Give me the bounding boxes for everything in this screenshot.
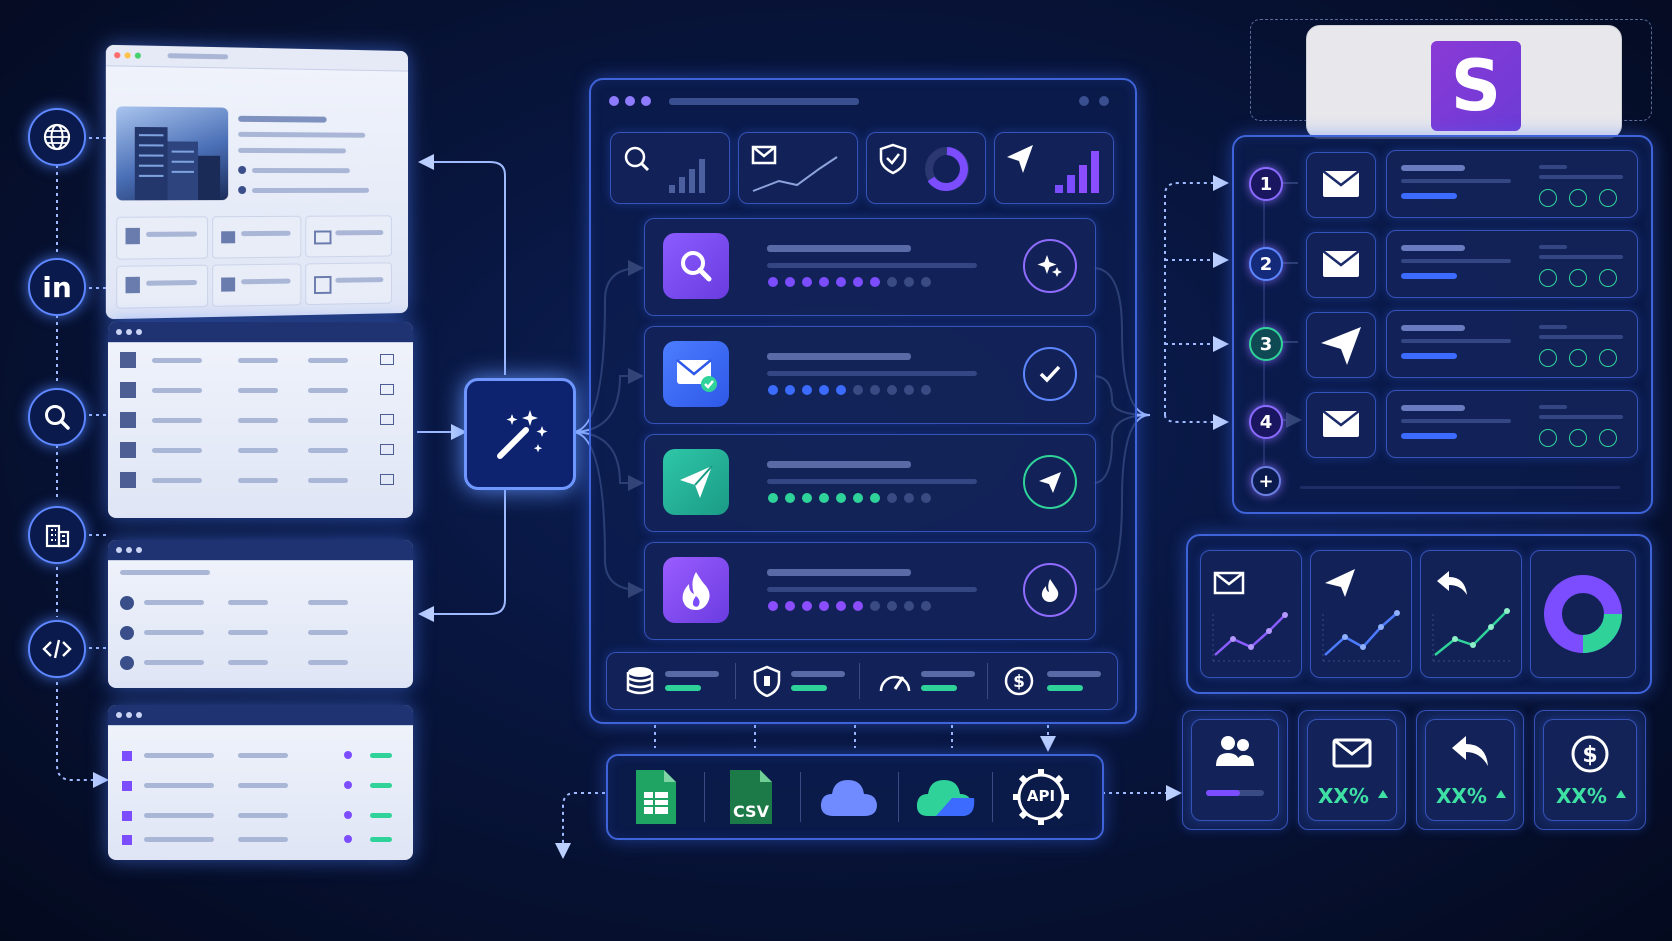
chart-card-reply[interactable] — [1420, 550, 1522, 678]
kpi-card-revenue[interactable]: $ XX% — [1534, 710, 1646, 830]
flame-icon — [1023, 563, 1077, 617]
search-icon — [663, 233, 729, 299]
shield-icon — [753, 665, 781, 697]
kpi-value: XX% — [1436, 784, 1487, 808]
up-arrow-icon — [1378, 790, 1388, 798]
chart-card-mail[interactable] — [1200, 550, 1302, 678]
cloud-sync-icon[interactable] — [914, 774, 978, 820]
window-bar — [108, 705, 413, 726]
company-profile-screen — [105, 44, 409, 320]
mail-icon — [1306, 392, 1376, 458]
metric-card-send[interactable] — [994, 132, 1114, 204]
feature-row-research[interactable] — [644, 218, 1096, 316]
kpi-value: XX% — [1318, 784, 1369, 808]
shield-icon — [879, 143, 907, 175]
send-icon — [663, 449, 729, 515]
send-icon — [1023, 455, 1077, 509]
cloud-icon[interactable] — [818, 774, 880, 820]
search-icon[interactable] — [28, 388, 86, 446]
magic-wand-icon — [497, 410, 548, 459]
code-icon[interactable] — [28, 620, 86, 678]
flame-icon — [663, 557, 729, 623]
metric-card-shield[interactable] — [866, 132, 986, 204]
svg-text:$: $ — [1582, 743, 1597, 768]
magic-wand-hub[interactable] — [464, 378, 576, 490]
mail-icon — [1213, 571, 1245, 595]
company-list-screen — [108, 322, 413, 518]
sequence-step-card[interactable] — [1386, 150, 1638, 218]
kpi-inner: XX% — [1425, 719, 1515, 821]
send-icon — [1007, 145, 1033, 173]
check-icon — [1023, 347, 1077, 401]
window-bar — [108, 322, 413, 343]
mail-icon — [1306, 152, 1376, 218]
users-icon — [1216, 736, 1254, 766]
step-number: 4 — [1249, 405, 1283, 439]
progress-dots — [768, 493, 931, 503]
progress-dots — [768, 277, 931, 287]
contacts-screen — [108, 540, 413, 688]
sparkle-icon — [1023, 239, 1077, 293]
sequence-step-card[interactable] — [1386, 230, 1638, 298]
reply-icon — [1452, 736, 1488, 766]
status-strip: $ — [606, 652, 1118, 710]
kpi-inner: $ XX% — [1543, 719, 1637, 821]
up-arrow-icon — [1496, 790, 1506, 798]
svg-text:$: $ — [1013, 672, 1025, 692]
kpi-card-users[interactable] — [1182, 710, 1288, 830]
api-label: API — [1026, 787, 1056, 805]
send-icon — [1306, 312, 1376, 378]
building-icon[interactable] — [28, 506, 86, 564]
database-icon — [626, 667, 654, 695]
metric-card-mail[interactable] — [738, 132, 858, 204]
kpi-inner: XX% — [1307, 719, 1397, 821]
globe-icon[interactable] — [28, 108, 86, 166]
step-number: 3 — [1249, 327, 1283, 361]
progress-dots — [768, 385, 931, 395]
sequence-step-card[interactable] — [1386, 310, 1638, 378]
dollar-icon: $ — [1004, 666, 1034, 696]
mail-icon — [751, 145, 777, 165]
sequence-step-card[interactable] — [1386, 390, 1638, 458]
step-number: 1 — [1249, 167, 1283, 201]
integrations-bar: CSV API — [606, 754, 1104, 840]
donut-chart-card[interactable] — [1530, 550, 1636, 678]
feature-row-email-verify[interactable] — [644, 326, 1096, 424]
brand-logo: S — [1431, 41, 1521, 131]
kpi-card-opens[interactable]: XX% — [1298, 710, 1406, 830]
metric-card-search[interactable] — [610, 132, 730, 204]
mail-icon — [1332, 738, 1372, 768]
progress-dots — [768, 601, 931, 611]
feature-row-warmup[interactable] — [644, 542, 1096, 640]
chart-card-send[interactable] — [1310, 550, 1412, 678]
search-icon — [624, 146, 650, 172]
company-photo — [116, 106, 229, 201]
csv-label: CSV — [733, 802, 769, 821]
dollar-icon: $ — [1571, 735, 1609, 773]
add-step-button[interactable]: + — [1251, 466, 1281, 496]
info-grid — [116, 215, 394, 311]
linkedin-label: in — [42, 270, 72, 304]
csv-icon[interactable]: CSV — [726, 768, 776, 826]
kpi-value: XX% — [1556, 784, 1607, 808]
linkedin-icon[interactable]: in — [28, 258, 86, 316]
reply-icon — [1437, 571, 1467, 595]
company-table — [108, 342, 413, 518]
speedometer-icon — [879, 675, 911, 692]
window-bar — [108, 540, 413, 561]
up-arrow-icon — [1616, 790, 1626, 798]
sheets-icon[interactable] — [632, 768, 680, 826]
send-icon — [1325, 569, 1355, 597]
leads-screen — [108, 705, 413, 860]
mail-check-icon — [663, 341, 729, 407]
api-icon[interactable]: API — [1010, 766, 1072, 828]
step-number: 2 — [1249, 247, 1283, 281]
kpi-card-replies[interactable]: XX% — [1416, 710, 1524, 830]
mail-icon — [1306, 232, 1376, 298]
kpi-inner — [1191, 719, 1279, 821]
feature-row-outreach[interactable] — [644, 434, 1096, 532]
